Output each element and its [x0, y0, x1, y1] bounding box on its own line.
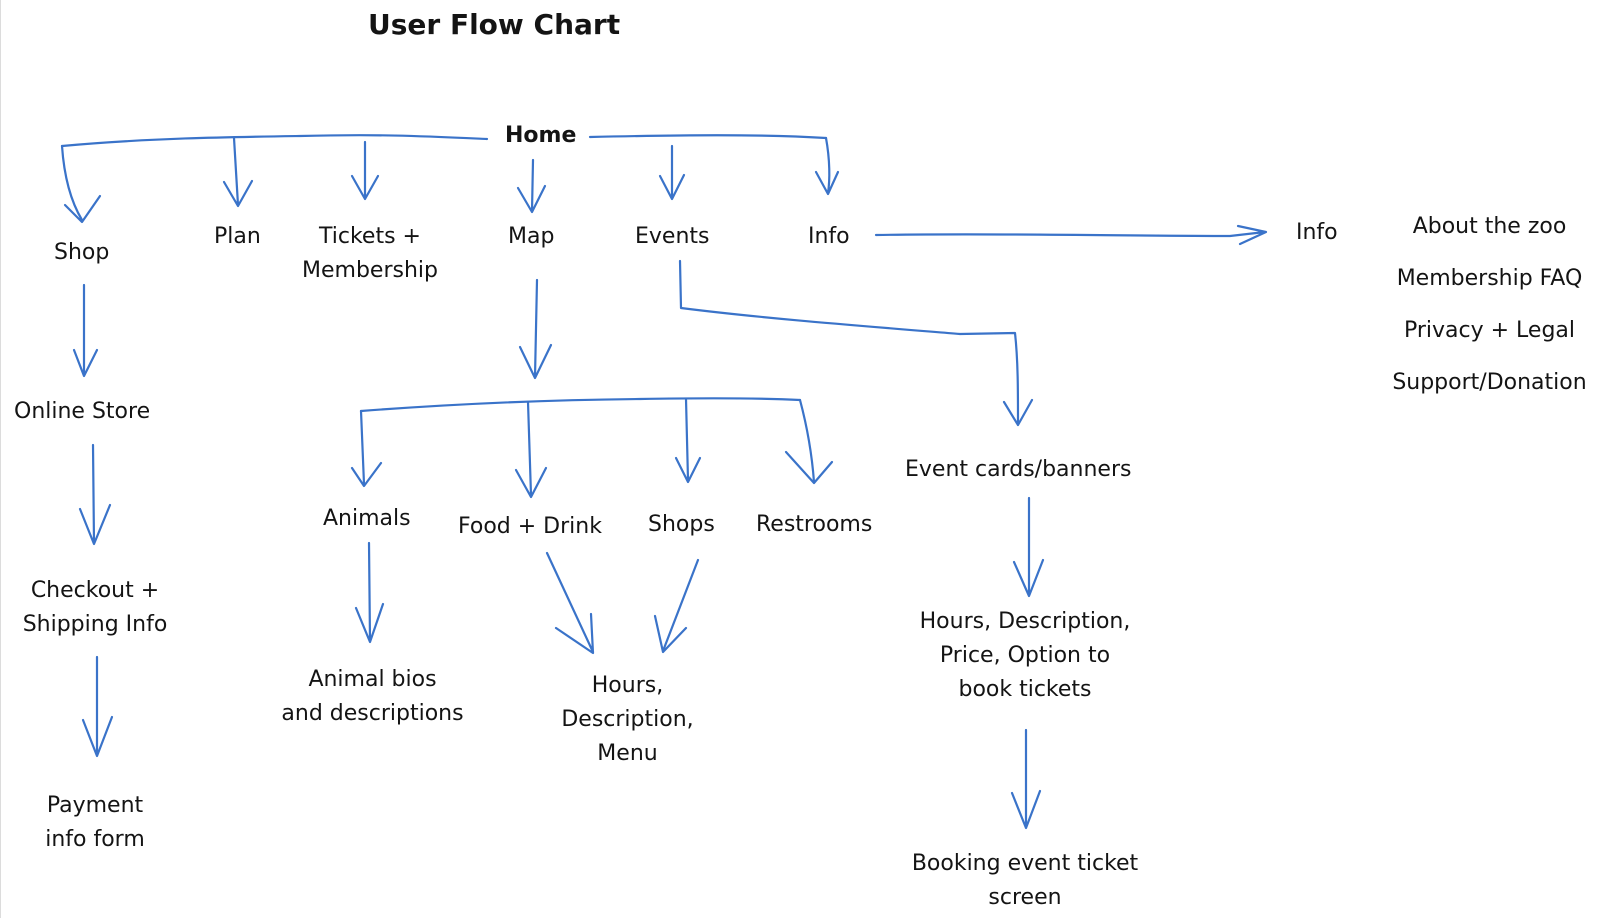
- node-online-store: Online Store: [14, 399, 151, 424]
- node-map: Map: [508, 224, 555, 249]
- arrow-cards-to-details: [1012, 496, 1045, 598]
- arrow-shop-to-store: [72, 283, 99, 378]
- node-booking-line-2: screen: [988, 885, 1062, 910]
- node-checkout: Checkout + Shipping Info: [10, 574, 180, 642]
- node-hours-menu-line-1: Hours,: [591, 673, 664, 698]
- node-hours-menu: Hours, Description, Menu: [545, 669, 710, 771]
- node-animals: Animals: [323, 506, 411, 531]
- arrow-to-tickets: [350, 140, 380, 201]
- arrow-map-branch-bar: [359, 397, 802, 413]
- arrow-to-food: [514, 400, 548, 499]
- node-payment: Payment info form: [30, 789, 160, 857]
- node-hours-menu-line-2: Description,: [561, 707, 694, 732]
- arrow-events-to-cards: [678, 259, 1034, 427]
- arrow-to-map: [516, 158, 547, 214]
- arrow-home-left-bar: [60, 134, 489, 148]
- info-item-about: About the zoo: [1412, 214, 1567, 239]
- node-info: Info: [808, 224, 850, 249]
- arrow-to-plan: [222, 136, 254, 208]
- arrow-to-restrooms: [784, 398, 834, 485]
- chart-title: User Flow Chart: [368, 8, 621, 41]
- info-item-support: Support/Donation: [1392, 370, 1587, 395]
- node-plan: Plan: [214, 224, 261, 249]
- arrow-store-to-checkout: [78, 443, 112, 546]
- arrow-home-right-bar: [588, 134, 828, 140]
- node-event-details-line-1: Hours, Description,: [919, 609, 1131, 634]
- node-events: Events: [635, 224, 710, 249]
- arrow-details-to-booking: [1010, 728, 1042, 830]
- arrow-to-shops: [674, 397, 702, 484]
- arrow-map-down: [518, 278, 553, 380]
- node-payment-line-2: info form: [45, 827, 145, 852]
- node-checkout-line-1: Checkout +: [30, 578, 160, 603]
- node-event-details-line-3: book tickets: [958, 677, 1092, 702]
- arrow-to-shop: [60, 144, 102, 224]
- node-animal-bios: Animal bios and descriptions: [270, 663, 475, 731]
- arrow-checkout-to-payment: [81, 655, 114, 758]
- arrow-food-to-hours: [545, 551, 595, 655]
- node-booking-line-1: Booking event ticket: [911, 851, 1139, 876]
- node-tickets-membership: Tickets + Membership: [295, 220, 445, 288]
- node-hours-menu-line-3: Menu: [597, 741, 658, 766]
- node-event-details-line-2: Price, Option to: [939, 643, 1111, 668]
- node-booking: Booking event ticket screen: [905, 847, 1145, 915]
- info-item-privacy: Privacy + Legal: [1403, 318, 1576, 343]
- node-animal-bios-line-1: Animal bios: [308, 667, 437, 692]
- arrow-animals-to-bios: [354, 541, 385, 644]
- arrow-to-events: [658, 144, 686, 201]
- arrow-shops-to-hours: [653, 558, 700, 654]
- node-restrooms: Restrooms: [756, 512, 873, 537]
- arrow-info-to-info-page: [874, 224, 1268, 246]
- arrow-to-info: [814, 136, 840, 196]
- node-food-drink: Food + Drink: [458, 514, 602, 539]
- node-info-page: Info: [1296, 220, 1338, 245]
- info-item-list: About the zoo Membership FAQ Privacy + L…: [1382, 210, 1597, 418]
- node-payment-line-1: Payment: [46, 793, 144, 818]
- node-event-details: Hours, Description, Price, Option to boo…: [905, 605, 1145, 707]
- node-checkout-line-2: Shipping Info: [22, 612, 168, 637]
- node-tickets-line-2: Membership: [302, 258, 438, 283]
- node-event-cards: Event cards/banners: [905, 457, 1132, 482]
- page-edge: [0, 0, 1, 918]
- arrow-to-animals: [350, 409, 383, 488]
- node-shop: Shop: [54, 240, 110, 265]
- node-shops: Shops: [648, 512, 715, 537]
- info-item-membership-faq: Membership FAQ: [1396, 266, 1583, 291]
- node-animal-bios-line-2: and descriptions: [281, 701, 464, 726]
- node-home: Home: [505, 123, 577, 148]
- node-tickets-line-1: Tickets +: [319, 224, 421, 249]
